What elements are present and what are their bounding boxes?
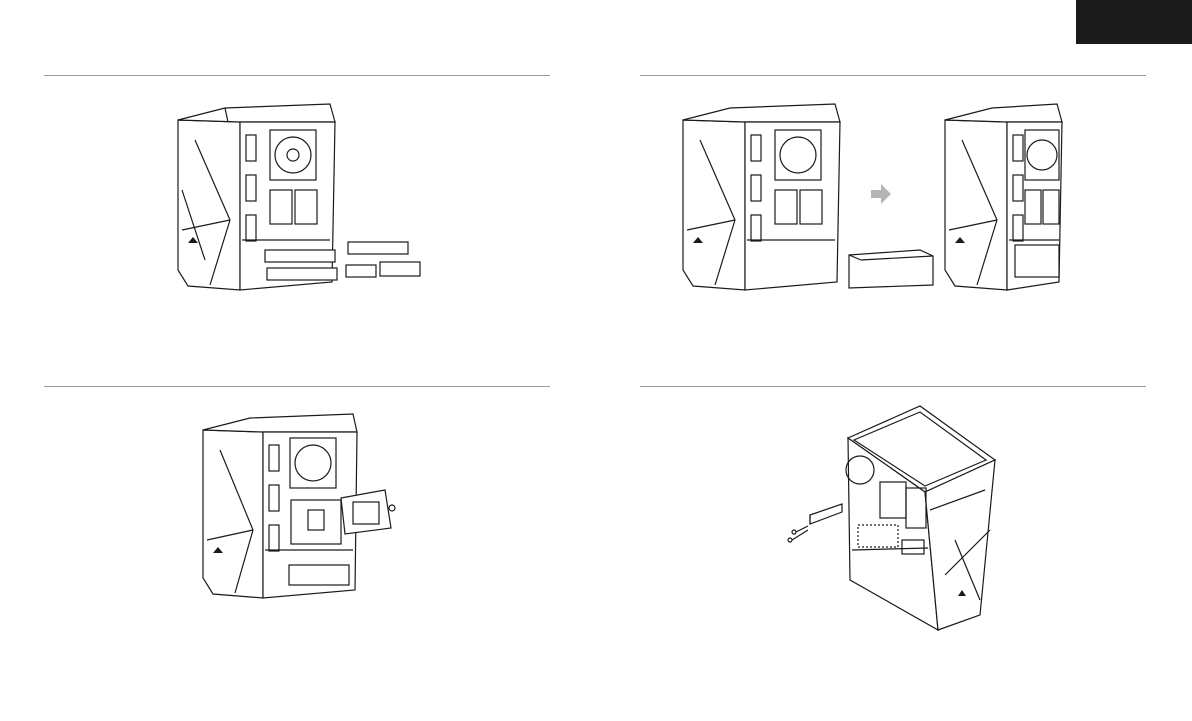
figure-psu-install xyxy=(675,100,1065,300)
section-divider xyxy=(44,75,550,76)
arrow-right-icon xyxy=(871,184,891,204)
case-before xyxy=(683,104,840,290)
case-after xyxy=(945,104,1062,290)
figure-slot-cover xyxy=(780,400,1010,640)
figure-ssd-bracket xyxy=(195,410,415,605)
section-divider xyxy=(44,386,550,387)
psu-block xyxy=(849,250,933,288)
figure-drive-cage-removal xyxy=(170,100,430,300)
language-tab xyxy=(1076,0,1192,44)
section-divider xyxy=(640,386,1146,387)
section-divider xyxy=(640,75,1146,76)
